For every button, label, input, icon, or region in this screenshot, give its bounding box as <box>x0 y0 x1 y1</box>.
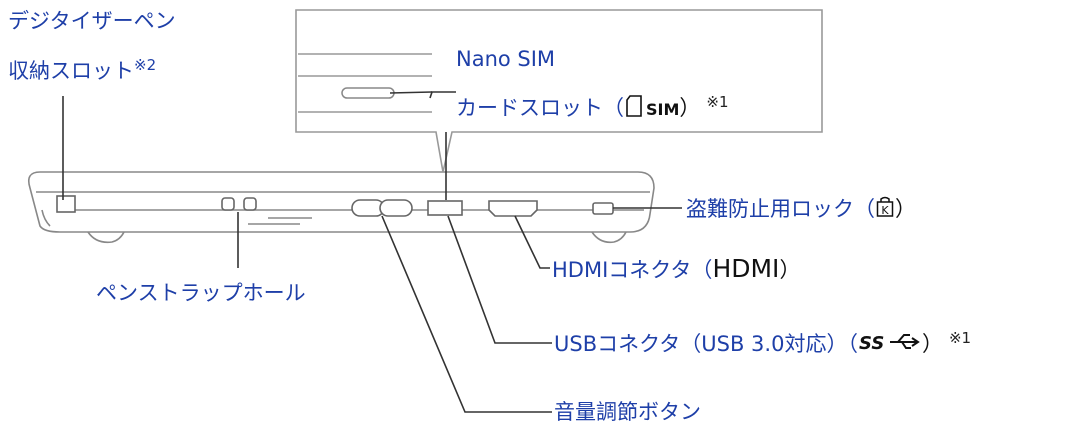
hdmi-code: HDMI <box>712 254 780 283</box>
sim-callout-box <box>295 9 823 173</box>
usb-superspeed-icon: SS <box>858 330 922 360</box>
volume-button-right <box>379 199 413 217</box>
hdmi-leader <box>514 215 550 269</box>
usb-label-text: USBコネクタ（USB 3.0対応）（ <box>554 332 858 356</box>
sim-card-icon <box>624 94 644 124</box>
strap-hole-label: ペンストラップホール <box>96 281 306 305</box>
usb-label: USBコネクタ（USB 3.0対応）（SS ） ※1 <box>554 329 972 360</box>
strap-hole-port <box>221 197 235 211</box>
laptop-body <box>27 171 655 244</box>
nano-sim-label-line2: カードスロット（ SIM） ※1 <box>456 93 729 124</box>
pen-slot-label-line1: デジタイザーペン <box>8 9 176 33</box>
leader-lines <box>62 91 682 413</box>
nano-sim-close: ） <box>679 96 701 120</box>
usb-leader <box>447 215 552 344</box>
sim-icon-text: SIM <box>646 100 680 119</box>
volume-label: 音量調節ボタン <box>554 400 701 424</box>
security-lock-label-text: 盗難防止用ロック（ <box>686 197 875 221</box>
hdmi-close: ） <box>779 258 801 282</box>
pen-slot-label-line2: 収納スロット※2 <box>8 56 157 86</box>
usb-close: ） <box>921 332 943 356</box>
lock-slot <box>592 202 614 215</box>
kensington-lock-icon: K <box>875 196 895 224</box>
hdmi-port <box>488 200 538 217</box>
usb-note: ※1 <box>948 329 972 347</box>
hdmi-label-text: HDMIコネクタ（ <box>552 258 713 282</box>
security-lock-label: 盗難防止用ロック（ K ） <box>686 196 916 224</box>
ports <box>56 195 614 217</box>
nano-sim-label-line1: Nano SIM <box>456 47 556 71</box>
usb-port <box>427 200 463 216</box>
pen-slot-port <box>56 195 76 213</box>
svg-text:SS: SS <box>859 333 884 354</box>
hdmi-label: HDMIコネクタ（HDMI） <box>552 256 800 283</box>
pen-slot-note: ※2 <box>134 56 157 74</box>
nano-sim-note: ※1 <box>706 93 729 111</box>
volume-leader <box>381 215 552 413</box>
nano-sim-label-text: カードスロット（ <box>456 96 624 120</box>
pen-slot-label-text: 収納スロット <box>8 59 134 83</box>
lock-icon-text: K <box>881 204 889 217</box>
security-lock-close: ） <box>895 197 916 221</box>
